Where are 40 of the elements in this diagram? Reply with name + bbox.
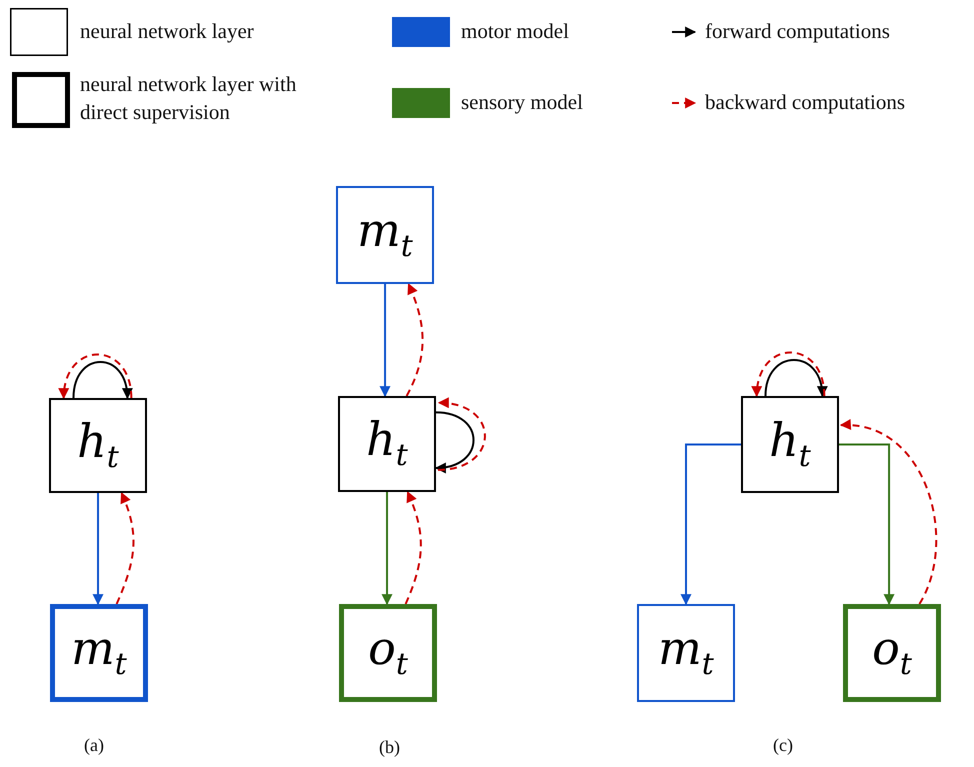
layer-box: [49, 398, 147, 493]
arrow: [92, 493, 104, 606]
layer-box: [338, 396, 436, 492]
math-label: m$_{t}$: [71, 625, 127, 681]
math-label: h$_{t}$: [77, 418, 119, 474]
panel-caption: (c): [773, 734, 793, 757]
dashed-arrow: [404, 490, 422, 604]
legend-label: neural network layer with direct supervision: [80, 71, 298, 126]
legend-label: neural network layer: [80, 18, 255, 45]
arrow: [434, 411, 474, 473]
layer-box: [741, 396, 839, 493]
math-label: o$_{t}$: [872, 625, 912, 681]
dashed-arrow: [59, 354, 132, 400]
layer-box: [339, 604, 437, 702]
panel-caption: (b): [379, 736, 400, 759]
math-label: o$_{t}$: [368, 625, 408, 681]
legend-label: backward computations: [705, 89, 906, 116]
dashed-arrow: [116, 492, 134, 604]
arrow: [680, 444, 741, 606]
layer-box: [336, 186, 434, 284]
legend-label: sensory model: [461, 89, 584, 116]
legend-label: forward computations: [705, 18, 891, 45]
arrow: [380, 284, 391, 398]
dashed-arrow: [406, 282, 424, 396]
arrow: [382, 492, 393, 606]
layer-box: [50, 604, 148, 702]
layer-box: [637, 604, 735, 702]
math-label: h$_{t}$: [769, 416, 811, 472]
panel-caption: (a): [84, 734, 104, 757]
layer-box: [843, 604, 941, 702]
dashed-arrow: [438, 398, 486, 471]
math-label: h$_{t}$: [366, 416, 408, 472]
arrow: [72, 361, 132, 400]
math-label: m$_{t}$: [658, 625, 714, 681]
arrow: [764, 359, 827, 398]
legend-label: motor model: [461, 18, 570, 45]
math-label: m$_{t}$: [357, 207, 413, 263]
dashed-arrow: [752, 352, 826, 398]
arrow: [839, 444, 895, 606]
dashed-arrow: [840, 420, 937, 604]
